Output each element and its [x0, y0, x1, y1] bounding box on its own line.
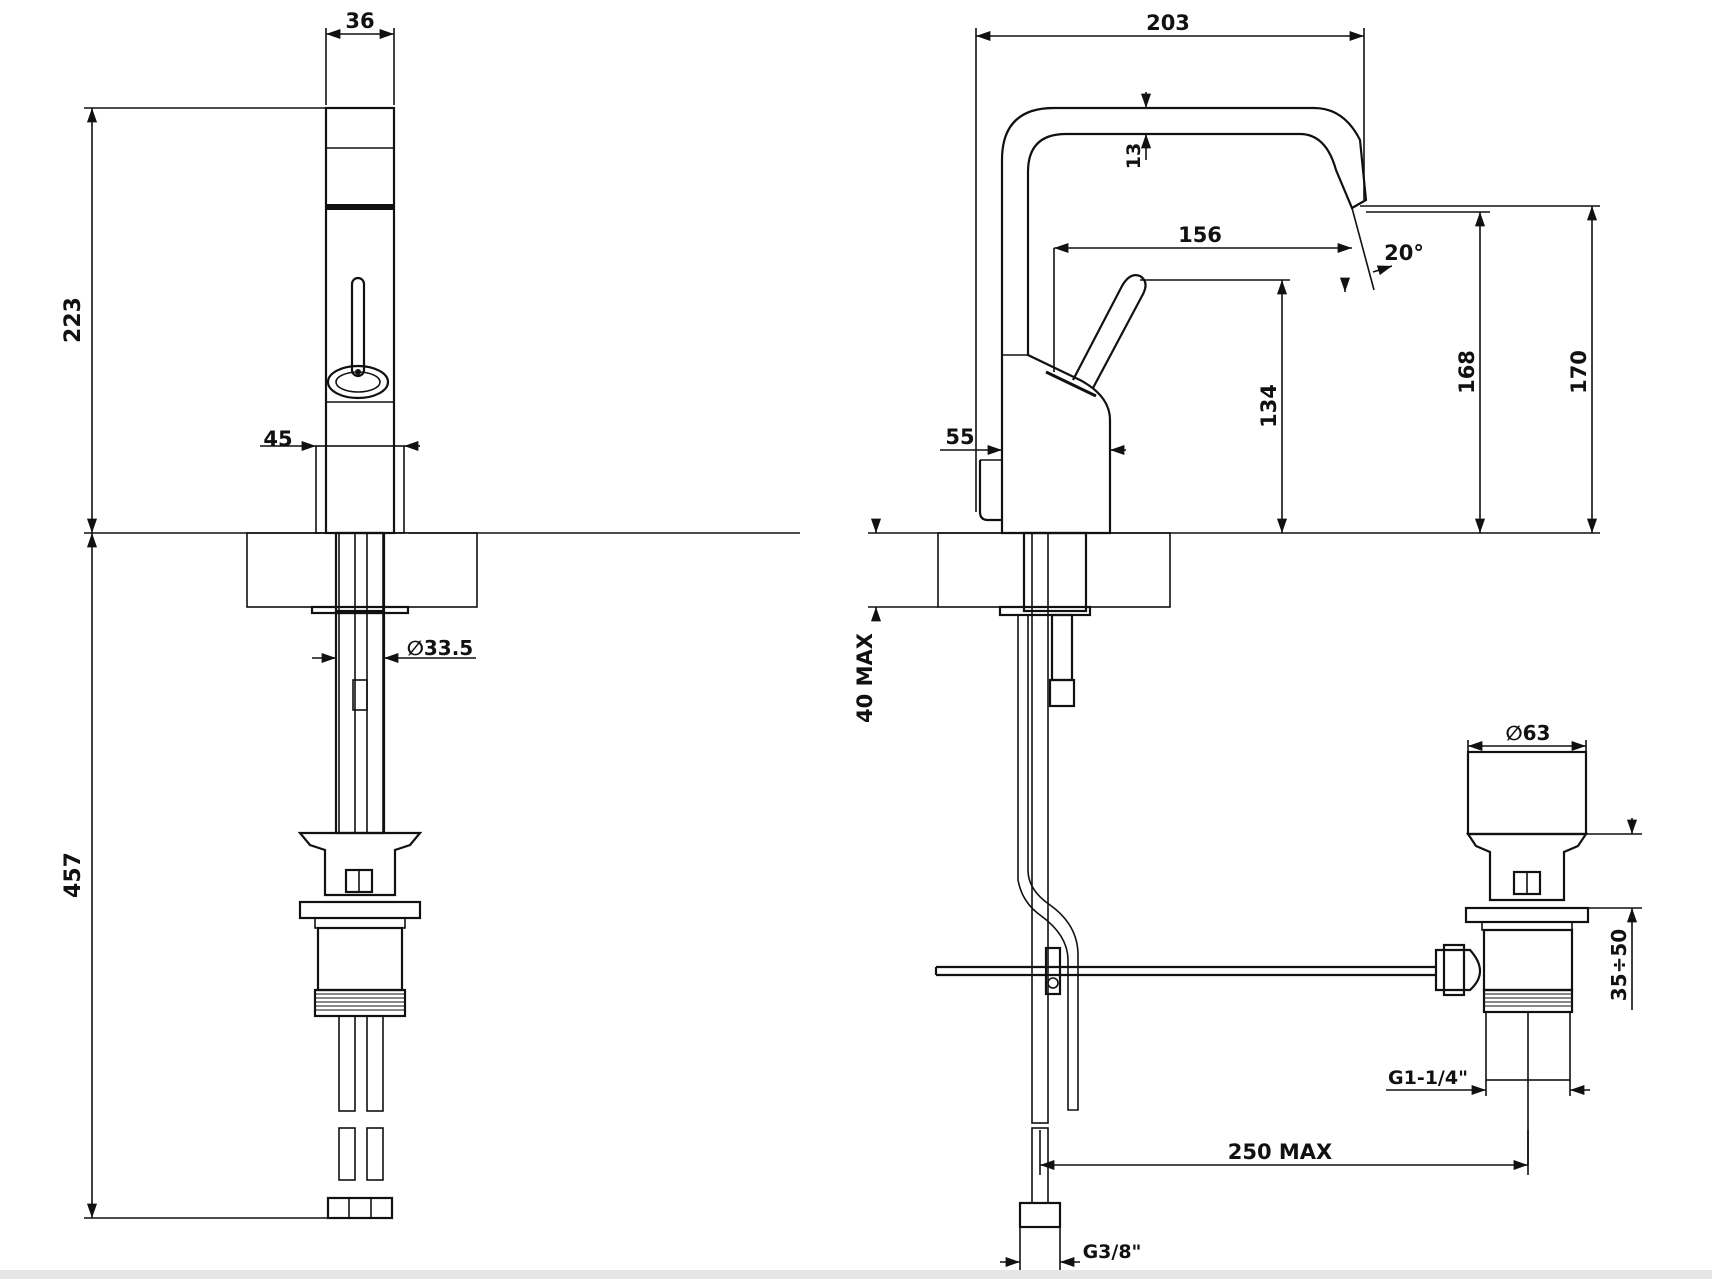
front-dimensions [84, 28, 476, 1219]
side-dimensions [868, 28, 1642, 1270]
side-countertop [937, 532, 1171, 608]
dim-side-total-reach: 203 [1146, 11, 1190, 35]
dim-side-lever-height: 134 [1257, 384, 1281, 428]
side-faucet-body [978, 106, 1368, 535]
dim-waste-thread: G1-1/4" [1388, 1067, 1468, 1089]
footer-bar [0, 1270, 1712, 1279]
front-waste [297, 831, 423, 1220]
front-view: 36 223 457 45 ∅33.5 [61, 9, 800, 1220]
dim-side-outlet-height: 168 [1455, 350, 1479, 394]
dim-side-total-outlet-height: 170 [1567, 350, 1591, 394]
dim-waste-rod-reach: 250 MAX [1228, 1140, 1333, 1164]
dim-side-lever-reach: 156 [1178, 223, 1222, 247]
side-waste [1434, 750, 1590, 1165]
dim-countertop-max-thickness: 40 MAX [853, 633, 877, 723]
dim-waste-cap-diameter: ∅63 [1506, 721, 1551, 745]
dim-side-body-width: 55 [945, 425, 974, 449]
dim-side-spout-angle: 20° [1384, 241, 1424, 265]
dim-side-spout-thickness: 13 [1123, 143, 1145, 169]
side-shank [934, 531, 1436, 1229]
dim-front-shank-diameter: ∅33.5 [407, 636, 473, 660]
front-countertop [246, 532, 478, 608]
dim-supply-hose-thread: G3/8" [1083, 1241, 1142, 1263]
dim-front-height-above: 223 [61, 297, 86, 343]
side-view: 203 13 156 20° 134 168 170 55 40 MAX ∅63… [853, 11, 1642, 1270]
dim-front-height-below: 457 [61, 852, 86, 898]
dim-front-body-width: 45 [263, 427, 292, 451]
dim-waste-adjust-range: 35÷50 [1607, 929, 1631, 1001]
dim-front-width-top: 36 [345, 9, 374, 33]
front-faucet-body [315, 106, 405, 535]
